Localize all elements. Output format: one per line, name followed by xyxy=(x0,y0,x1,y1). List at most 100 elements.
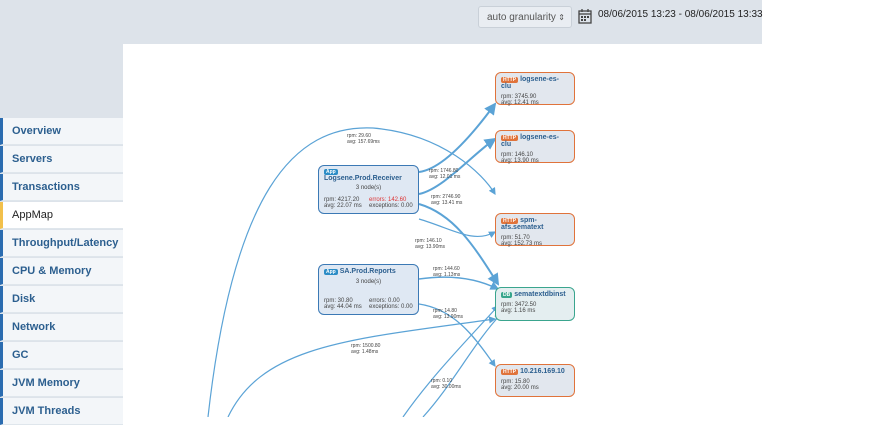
edge-path xyxy=(418,137,497,195)
node-avg: avg: 22.07 ms xyxy=(324,203,362,209)
http-tag: HTTP xyxy=(501,218,519,224)
app-tag: App xyxy=(324,269,338,275)
edge-path xyxy=(418,203,500,286)
node-avg: avg: 44.04 ms xyxy=(324,304,362,310)
sidebar-item-transactions[interactable]: Transactions xyxy=(0,174,123,201)
node-avg: avg: 152.73 ms xyxy=(501,241,543,247)
edge-label: rpm: 1746.80 avg: 12.01 ms xyxy=(429,168,460,180)
edge-path xyxy=(227,316,497,417)
node-name: logsene-es-clu xyxy=(501,76,559,90)
granularity-value: auto granularity xyxy=(487,12,556,23)
edge-avg: avg: 13.90ms xyxy=(415,244,446,250)
sidebar-item-overview[interactable]: Overview xyxy=(0,118,123,145)
edge-rpm: rpm: 1746.80 xyxy=(429,168,459,174)
edge-avg: avg: 13.41 ms xyxy=(431,200,463,206)
node-name: Logsene.Prod.Receiver xyxy=(324,175,402,182)
sidebar-item-appmap[interactable]: AppMap xyxy=(0,202,123,229)
edge-label: rpm: 146.10 avg: 13.90ms xyxy=(415,238,445,250)
node-rpm: rpm: 146.10 xyxy=(501,152,534,158)
edge-label: rpm: 2746.90 avg: 13.41 ms xyxy=(431,194,462,206)
node-rpm: rpm: 3745.90 xyxy=(501,94,537,100)
edge-label: rpm: 1500.80 avg: 1.48ms xyxy=(351,343,380,355)
edge-label: rpm: 14.80 avg: 13.90ms xyxy=(433,308,463,320)
node-rpm: rpm: 30.80 xyxy=(324,298,353,304)
edge-path xyxy=(418,102,497,173)
edge-rpm: rpm: 1500.80 xyxy=(351,343,381,349)
node-stats-right: errors: 142.60 exceptions: 0.00 xyxy=(369,197,413,209)
edge-path xyxy=(418,276,500,290)
sidebar-item-gc[interactable]: GC xyxy=(0,342,123,369)
node-rpm: rpm: 51.70 xyxy=(501,235,530,241)
edge-layer xyxy=(207,102,502,417)
edge-path xyxy=(418,303,496,367)
sidebar-item-cpu-memory[interactable]: CPU & Memory xyxy=(0,258,123,285)
right-blank-area xyxy=(762,0,883,417)
edge-label: rpm: 29.60 avg: 157.69ms xyxy=(347,133,380,145)
edge-rpm: rpm: 146.10 xyxy=(415,238,442,244)
edge-rpm: rpm: 14.80 xyxy=(433,308,457,314)
node-name: 10.216.169.10 xyxy=(520,368,565,375)
calendar-icon[interactable] xyxy=(578,8,592,24)
edge-path xyxy=(418,218,497,239)
node-stats-left: rpm: 30.80 avg: 44.04 ms xyxy=(324,298,362,310)
node-avg: avg: 20.00 ms xyxy=(501,385,539,391)
edge-avg: avg: 13.90ms xyxy=(433,314,464,320)
node-avg: avg: 1.16 ms xyxy=(501,308,536,314)
edge-rpm: rpm: 2746.90 xyxy=(431,194,461,200)
node-errors: errors: 0.00 xyxy=(369,298,400,304)
node-rpm: rpm: 4217.20 xyxy=(324,197,360,203)
node-name: spm-afs.sematext xyxy=(501,217,544,231)
sidebar-menu: Overview Servers Transactions AppMap Thr… xyxy=(0,118,123,426)
edge-label: rpm: 144.60 avg: 1.13ms xyxy=(433,266,460,278)
granularity-arrows-icon: ⇕ xyxy=(558,13,565,22)
top-toolbar xyxy=(0,0,762,44)
node-exceptions: exceptions: 0.00 xyxy=(369,304,413,310)
date-range-input[interactable]: 08/06/2015 13:23 - 08/06/2015 13:33 xyxy=(598,9,763,20)
node-count: 3 node(s) xyxy=(355,279,382,285)
sidebar-item-disk[interactable]: Disk xyxy=(0,286,123,313)
edge-avg: avg: 30.00ms xyxy=(431,384,462,390)
edge-rpm: rpm: 144.60 xyxy=(433,266,460,272)
node-count: 3 node(s) xyxy=(355,185,382,191)
http-tag: HTTP xyxy=(501,135,519,141)
node-name: SA.Prod.Reports xyxy=(339,268,396,275)
sidebar-item-servers[interactable]: Servers xyxy=(0,146,123,173)
granularity-select[interactable]: auto granularity ⇕ xyxy=(478,6,572,28)
sidebar-item-network[interactable]: Network xyxy=(0,314,123,341)
app-tag: App xyxy=(324,169,338,175)
node-logsene-prod-receiver[interactable]: AppLogsene.Prod.Receiver 3 node(s) rpm: … xyxy=(318,165,419,214)
sidebar-item-throughput-latency[interactable]: Throughput/Latency xyxy=(0,230,123,257)
db-tag: DB xyxy=(501,292,513,298)
node-exceptions: exceptions: 0.00 xyxy=(369,203,413,209)
edge-avg: avg: 12.01 ms xyxy=(429,174,461,180)
sidebar-item-jvm-threads[interactable]: JVM Threads xyxy=(0,398,123,425)
edge-rpm: rpm: 0.10 xyxy=(431,378,453,384)
node-name: sematextdbinst xyxy=(514,291,566,298)
edge-rpm: rpm: 29.60 xyxy=(347,133,371,139)
node-rpm: rpm: 3472.50 xyxy=(501,302,537,308)
edge-label: rpm: 0.10 avg: 30.00ms xyxy=(431,378,461,390)
http-tag: HTTP xyxy=(501,77,519,83)
node-stats-right: errors: 0.00 exceptions: 0.00 xyxy=(369,298,413,310)
node-avg: avg: 13.90 ms xyxy=(501,158,539,164)
edge-path xyxy=(207,127,496,417)
edge-avg: avg: 157.69ms xyxy=(347,139,380,145)
node-errors: errors: 142.60 xyxy=(369,197,407,203)
edge-path xyxy=(422,313,502,417)
http-tag: HTTP xyxy=(501,369,519,375)
node-rpm: rpm: 15.80 xyxy=(501,379,530,385)
node-name: logsene-es-clu xyxy=(501,134,559,148)
edge-avg: avg: 1.48ms xyxy=(351,349,379,355)
edge-avg: avg: 1.13ms xyxy=(433,272,461,278)
node-avg: avg: 12.41 ms xyxy=(501,100,539,106)
sidebar-item-jvm-memory[interactable]: JVM Memory xyxy=(0,370,123,397)
appmap-canvas[interactable]: rpm: 29.60 avg: 157.69ms rpm: 1746.80 av… xyxy=(123,44,762,417)
node-stats-left: rpm: 4217.20 avg: 22.07 ms xyxy=(324,197,362,209)
edge-path xyxy=(402,305,499,417)
